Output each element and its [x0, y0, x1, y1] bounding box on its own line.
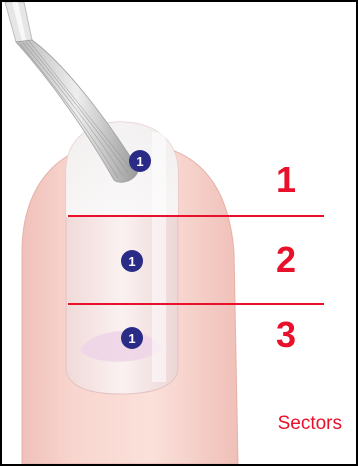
- nail-highlight: [152, 132, 166, 382]
- sector-number-2: 2: [266, 242, 306, 278]
- svg-text:1: 1: [128, 331, 135, 346]
- svg-text:1: 1: [128, 254, 135, 269]
- sectors-caption: Sectors: [278, 414, 342, 434]
- sector-number-1: 1: [266, 162, 306, 198]
- step-badge-sector-1: 1: [129, 150, 151, 172]
- sector-number-3: 3: [266, 317, 306, 353]
- step-badge-sector-2: 1: [121, 250, 143, 272]
- step-badge-sector-3: 1: [121, 327, 143, 349]
- svg-text:1: 1: [136, 154, 143, 169]
